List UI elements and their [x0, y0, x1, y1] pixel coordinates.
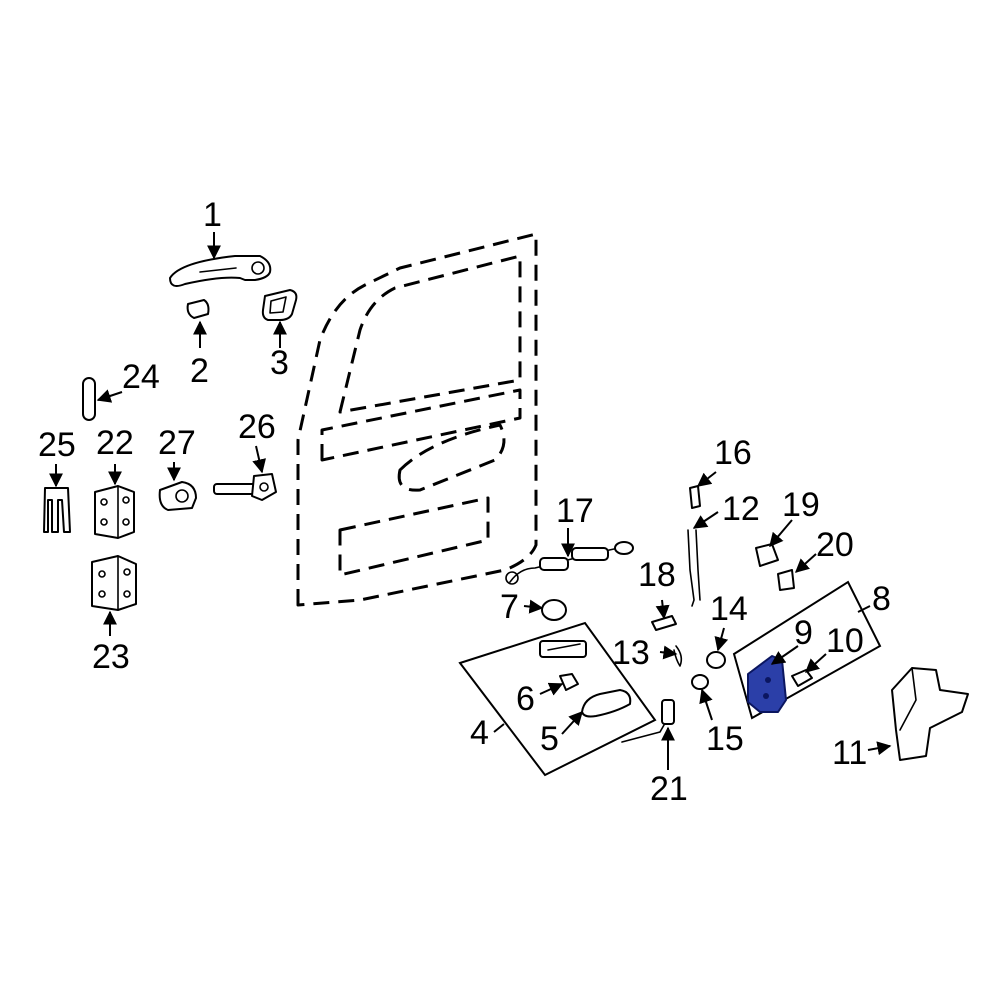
- callout-18: 18: [638, 556, 676, 594]
- callout-26: 26: [238, 408, 276, 446]
- callout-22: 22: [96, 424, 134, 462]
- rubber-bumper: [541, 599, 567, 621]
- callout-19: 19: [782, 486, 820, 524]
- lower-hinge: [91, 555, 137, 611]
- callout-25: 25: [38, 426, 76, 464]
- lock-rod: [687, 529, 701, 607]
- callout-23: 23: [92, 638, 130, 676]
- callout-labels: 1 2 3 4 5 6 7 8 9 10 11 12 13 14 15 16 1…: [38, 196, 891, 808]
- spring-clip: [43, 487, 71, 533]
- lock-knob-rod: [689, 485, 701, 509]
- callout-14: 14: [710, 590, 748, 628]
- callout-8: 8: [872, 580, 891, 618]
- callout-12: 12: [722, 490, 760, 528]
- callout-6: 6: [516, 680, 535, 718]
- callout-21: 21: [650, 770, 688, 808]
- door-check-link: [213, 473, 277, 501]
- callout-5: 5: [540, 720, 559, 758]
- callout-13: 13: [612, 634, 650, 672]
- callout-2: 2: [190, 352, 209, 390]
- latch-panel: [732, 580, 882, 720]
- callout-15: 15: [706, 720, 744, 758]
- callout-24: 24: [122, 358, 160, 396]
- door-pillar-bracket: [891, 667, 969, 761]
- check-mount: [158, 481, 197, 511]
- striker-cover: [755, 543, 779, 567]
- callout-16: 16: [714, 434, 752, 472]
- door-outline: [296, 232, 538, 607]
- leader-lines: [49, 232, 892, 770]
- link-rod: [673, 645, 683, 667]
- remote-rod: [621, 699, 675, 743]
- callout-27: 27: [158, 424, 196, 462]
- callout-7: 7: [500, 588, 519, 626]
- rod-clip: [651, 615, 677, 631]
- lock-bezel: [261, 289, 298, 321]
- callout-20: 20: [816, 526, 854, 564]
- actuator-rod: [505, 541, 634, 585]
- bushing: [691, 674, 709, 690]
- callout-3: 3: [270, 344, 289, 382]
- callout-9: 9: [794, 614, 813, 652]
- callout-1: 1: [203, 196, 222, 234]
- handle-cap: [186, 299, 210, 319]
- callout-11: 11: [832, 734, 867, 772]
- inner-handle-panel: [458, 621, 657, 777]
- upper-hinge: [94, 485, 135, 539]
- striker-clip: [777, 569, 795, 591]
- callout-17: 17: [556, 492, 594, 530]
- callout-4: 4: [470, 714, 489, 752]
- callout-10: 10: [826, 622, 864, 660]
- outer-door-handle: [169, 255, 272, 287]
- trim-strip: [82, 377, 96, 421]
- rod-grommet: [706, 651, 726, 669]
